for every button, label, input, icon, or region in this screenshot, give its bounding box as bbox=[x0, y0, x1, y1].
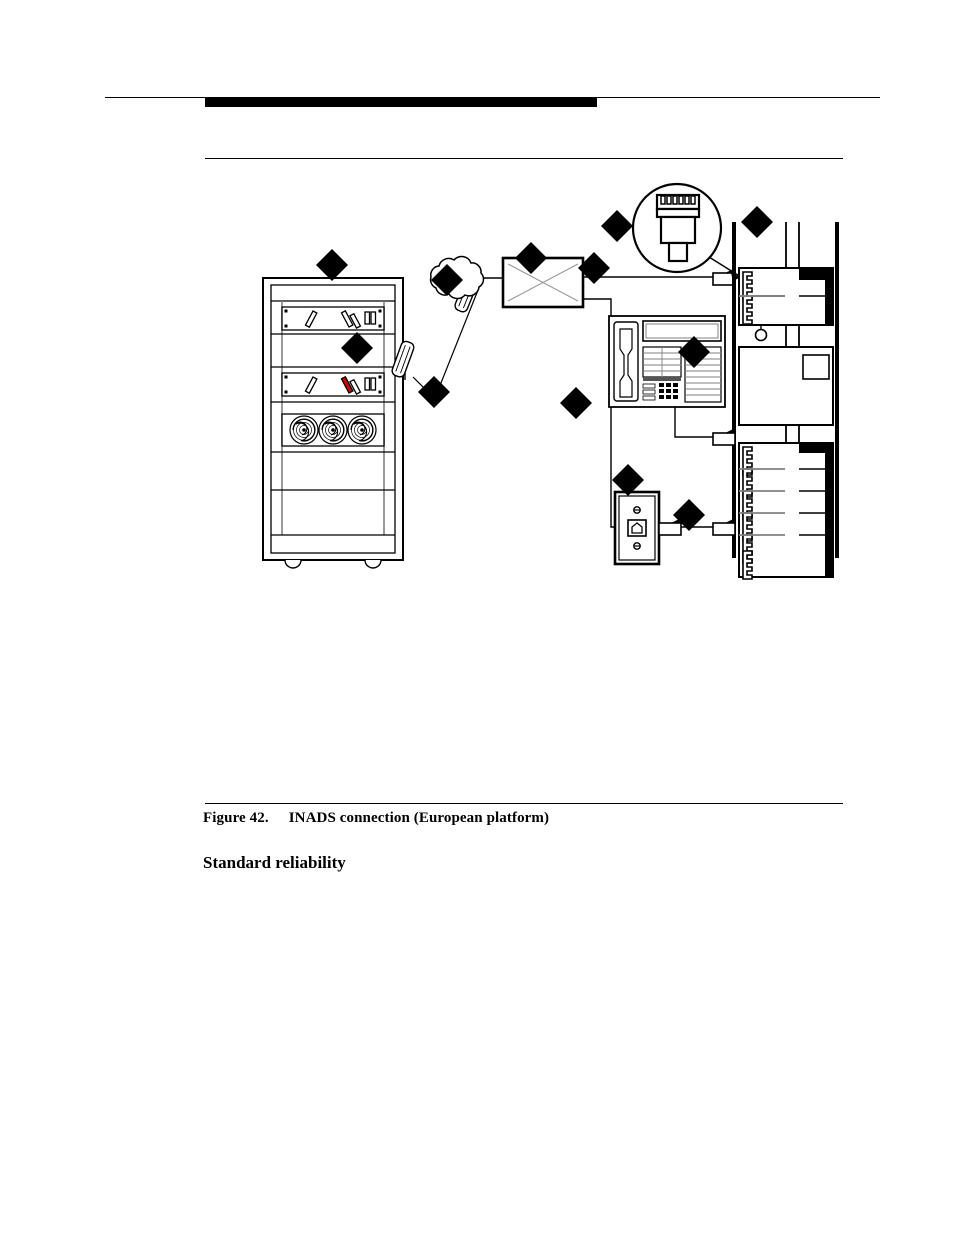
callout-cabinet-cable[interactable] bbox=[418, 376, 450, 408]
circuit-pack-carrier-lower bbox=[281, 372, 385, 397]
screw-icon bbox=[633, 506, 641, 514]
callout-rj45-connector[interactable] bbox=[601, 210, 633, 242]
connecting-block-group-lower bbox=[738, 442, 834, 580]
fan-icon bbox=[347, 415, 377, 445]
fan-icon bbox=[289, 415, 319, 445]
business-telephone bbox=[608, 315, 726, 438]
figure-number: Figure 42. bbox=[203, 810, 269, 826]
fan-tray bbox=[281, 413, 385, 447]
section-heading: Standard reliability bbox=[203, 853, 346, 872]
callout-cabinet[interactable] bbox=[316, 249, 348, 281]
caster bbox=[284, 559, 302, 569]
distribution-frame bbox=[732, 222, 839, 580]
callout-telephone-cable[interactable] bbox=[560, 387, 592, 419]
figure-bottom-rule bbox=[205, 803, 843, 804]
rj45-connector-detail bbox=[631, 182, 742, 281]
connecting-block-group-upper bbox=[738, 267, 834, 342]
frame-blank-panel bbox=[738, 346, 834, 426]
header-rule bbox=[105, 97, 880, 98]
fan-icon bbox=[318, 415, 348, 445]
wall-jack-plate bbox=[613, 490, 661, 566]
caster bbox=[364, 559, 382, 569]
figure-caption: Figure 42. INADS connection (European pla… bbox=[203, 810, 549, 827]
equipment-cabinet bbox=[262, 277, 404, 569]
screw-icon bbox=[633, 542, 641, 550]
figure-inads-connection bbox=[205, 165, 845, 590]
cable-plug bbox=[712, 518, 736, 536]
header-black-bar bbox=[205, 98, 597, 107]
figure-title: INADS connection (European platform) bbox=[288, 810, 550, 826]
cable-plug bbox=[712, 428, 736, 446]
figure-top-rule bbox=[205, 158, 843, 159]
cable-plug bbox=[658, 518, 682, 536]
callout-distribution-frame[interactable] bbox=[741, 206, 773, 238]
switch-to-walljack-cable bbox=[583, 298, 615, 528]
circuit-pack-carrier-upper bbox=[281, 306, 385, 331]
switch-box bbox=[501, 256, 585, 309]
telephone-keypad bbox=[642, 383, 678, 401]
